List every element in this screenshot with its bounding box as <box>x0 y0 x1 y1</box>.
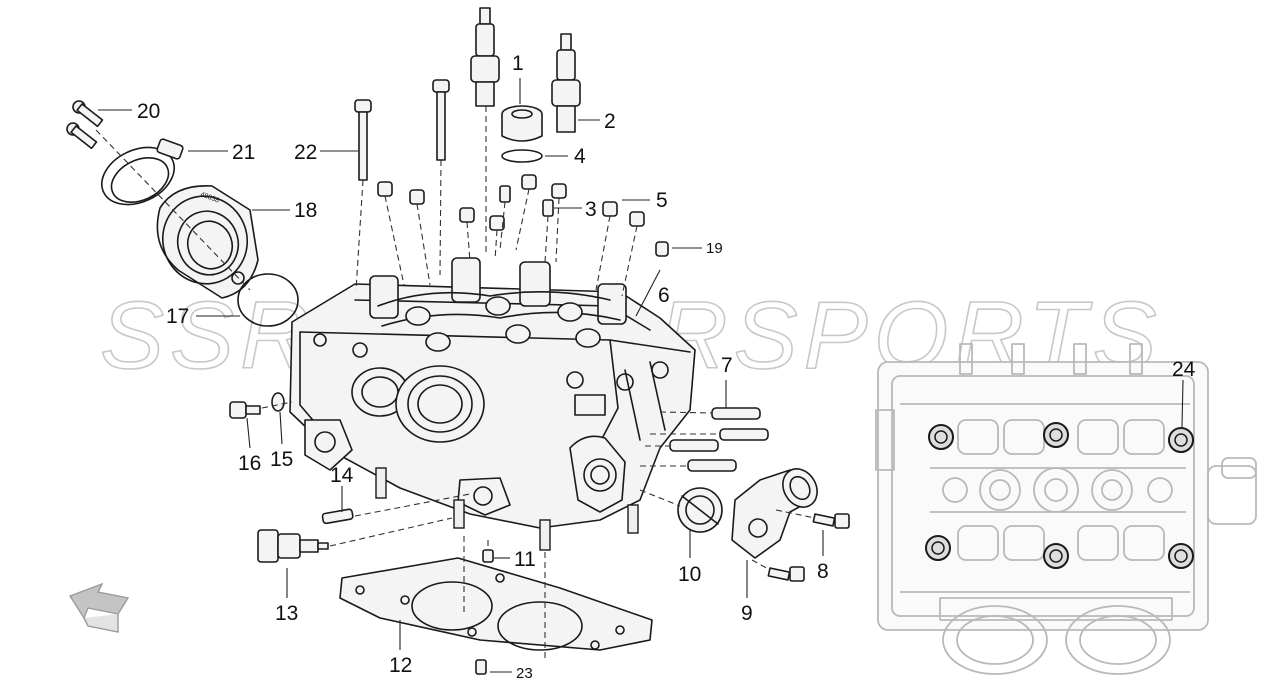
callout-6: 6 <box>658 284 670 307</box>
callout-22: 22 <box>294 141 317 164</box>
spark-plug-left <box>470 7 500 107</box>
stud-14 <box>321 508 354 525</box>
intake-clamp-21 <box>101 138 184 206</box>
callout-24: 24 <box>1172 358 1196 381</box>
valve-shims-3-5 <box>377 174 669 257</box>
callout-leaders <box>98 78 1184 673</box>
dowel-23 <box>475 659 487 675</box>
callout-23: 23 <box>516 665 533 682</box>
callout-2: 2 <box>604 110 616 133</box>
cylinder-head-nuts-24 <box>925 422 1194 569</box>
callout-11: 11 <box>514 548 536 571</box>
callout-14: 14 <box>330 464 354 487</box>
intake-boot-18: 48838 <box>156 185 259 299</box>
plug-tube-seal-1 <box>501 105 543 142</box>
head-gasket-12 <box>339 557 653 651</box>
o-ring-4 <box>501 149 543 163</box>
water-outlet-9 <box>731 468 818 559</box>
callout-8: 8 <box>817 560 829 583</box>
callout-20: 20 <box>137 100 160 123</box>
temp-sensor-13 <box>257 529 329 563</box>
thermostat-10 <box>677 487 723 533</box>
exhaust-studs-7 <box>669 407 769 472</box>
drain-bolt-16 <box>229 401 261 419</box>
callout-19: 19 <box>706 240 723 257</box>
o-ring-17 <box>237 273 299 327</box>
callout-7: 7 <box>721 354 733 377</box>
washer-15 <box>271 392 285 412</box>
callout-12: 12 <box>389 654 412 677</box>
dowel-11 <box>482 549 494 563</box>
callout-16: 16 <box>238 452 261 475</box>
callout-10: 10 <box>678 563 701 586</box>
callout-labels: 1 2 3 4 5 6 7 8 9 10 11 12 13 14 15 16 1… <box>137 52 1196 682</box>
callout-1: 1 <box>512 52 524 75</box>
callout-18: 18 <box>294 199 317 222</box>
callout-21: 21 <box>232 141 255 164</box>
assembly-guide-lines <box>355 106 638 297</box>
clamp-bolts-20 <box>66 100 104 150</box>
callout-17: 17 <box>166 305 189 328</box>
callout-5: 5 <box>656 189 668 212</box>
callout-4: 4 <box>574 145 586 168</box>
callout-13: 13 <box>275 602 298 625</box>
reference-head-top-view <box>875 343 1257 675</box>
spark-plug-right-2 <box>551 33 581 133</box>
callout-3: 3 <box>585 198 597 221</box>
housing-bolts-8 <box>767 513 850 582</box>
front-direction-arrow-icon <box>68 582 130 633</box>
cylinder-head-6 <box>289 257 696 551</box>
head-bolts-22 <box>354 79 450 181</box>
callout-9: 9 <box>741 602 753 625</box>
callout-15: 15 <box>270 448 293 471</box>
